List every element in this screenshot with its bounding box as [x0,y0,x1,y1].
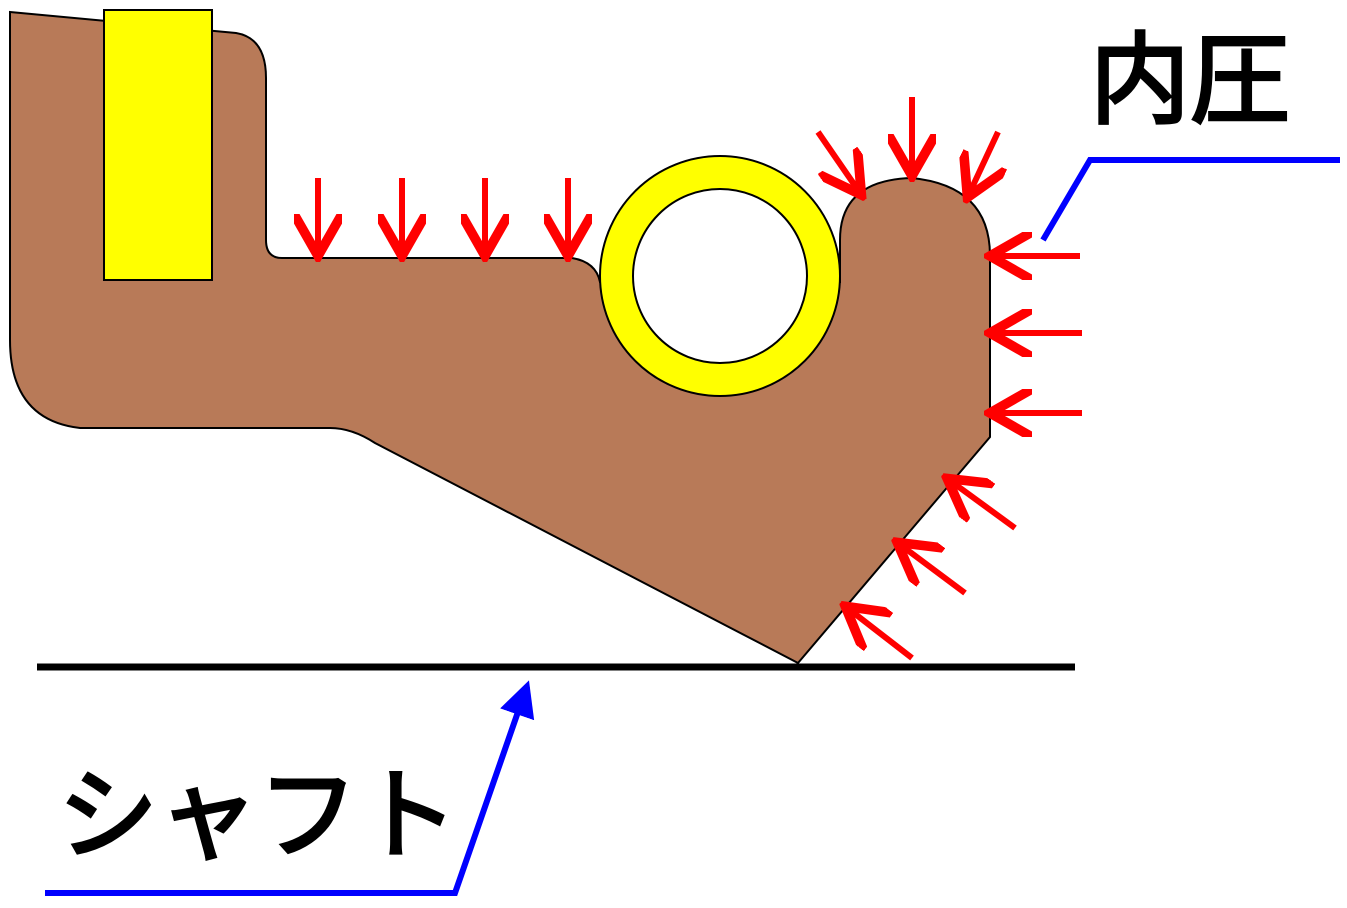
shaft-leader-line [45,680,535,896]
pressure-arrow [902,546,967,596]
pressure-arrows [318,97,1082,661]
pressure-arrow [850,610,914,661]
pressure-arrow [970,130,998,192]
pressure-arrow [815,130,858,190]
metal-insert [103,9,213,281]
shaft-label: シャフト [58,757,458,874]
garter-spring-hole [632,188,808,364]
internal-pressure-label: 内圧 [1090,22,1290,139]
internal-pressure-leader-line [1040,157,1340,242]
pressure-arrow [952,482,1017,531]
